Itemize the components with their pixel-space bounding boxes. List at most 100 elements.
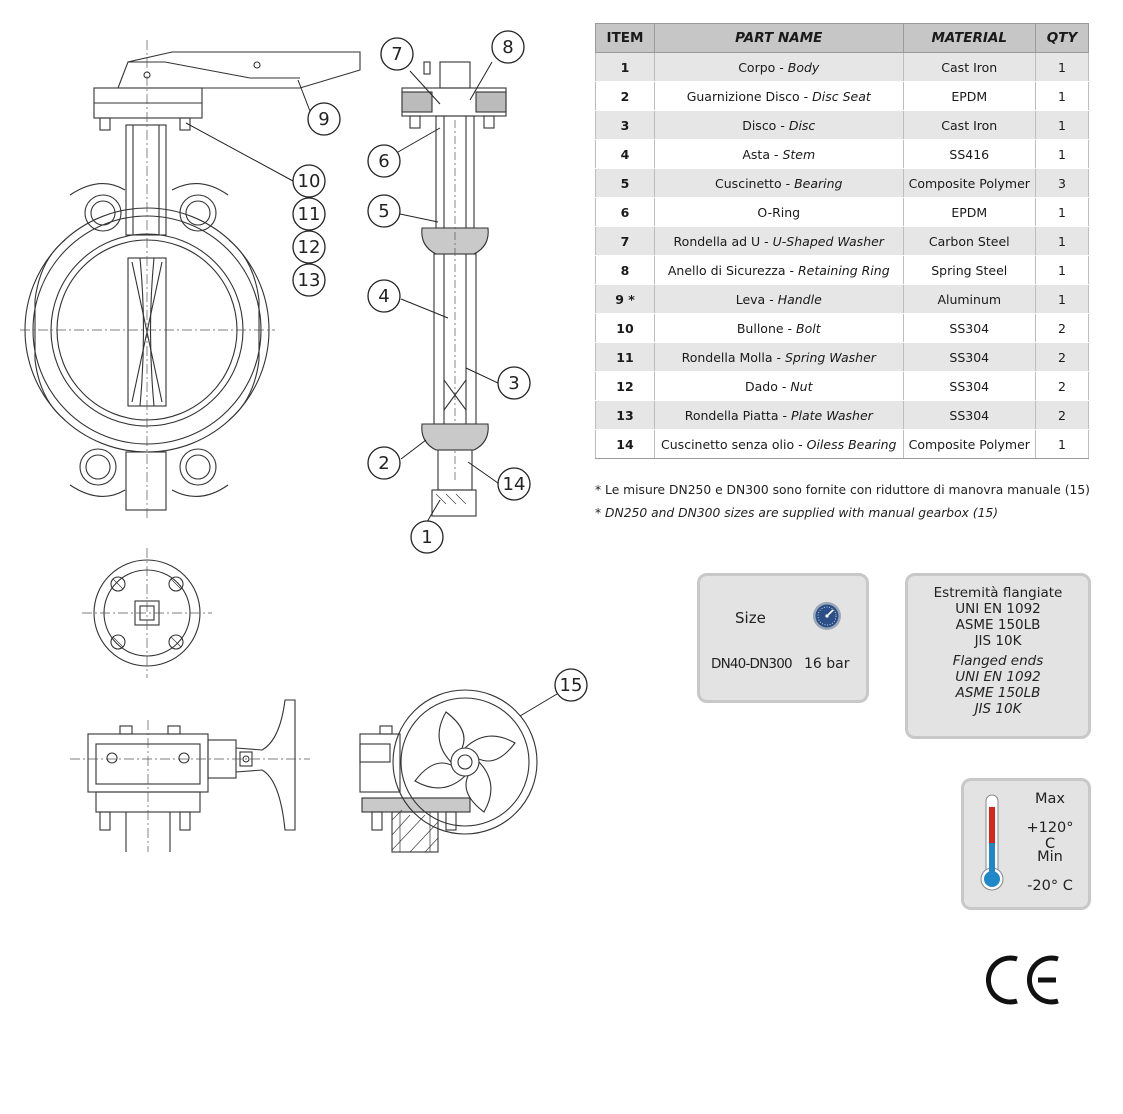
callout-15: 15 — [554, 668, 588, 702]
svg-text:9: 9 — [318, 109, 329, 130]
ends-title-it: Estremità flangiate — [933, 585, 1063, 601]
part-name-en: Retaining Ring — [797, 262, 890, 278]
ends-it-line: UNI EN 1092 — [955, 601, 1041, 617]
callout-8: 8 — [491, 30, 525, 64]
svg-text:2: 2 — [378, 453, 389, 474]
size-range: DN40-DN300 — [711, 656, 793, 672]
cell-qty: 1 — [1035, 139, 1089, 169]
part-name-it: Bullone — [736, 320, 784, 336]
cell-item: 12 — [595, 371, 655, 401]
cell-part-name: Cuscinetto - Bearing — [654, 168, 904, 198]
cell-material: Composite Polymer — [902, 168, 1037, 198]
callout-14: 14 — [497, 467, 531, 501]
part-name-it: Cuscinetto senza olio — [661, 436, 795, 452]
callout-6: 6 — [367, 144, 401, 178]
svg-text:1: 1 — [421, 527, 432, 548]
pressure-gauge-icon — [813, 602, 841, 630]
cell-part-name: Rondella ad U - U-Shaped Washer — [654, 226, 904, 256]
part-name-en: Plate Washer — [790, 407, 873, 423]
flange-top-view — [82, 548, 212, 678]
max-value: +120° C — [1026, 820, 1074, 852]
cell-qty: 1 — [1035, 81, 1089, 111]
cell-material: Cast Iron — [902, 52, 1037, 82]
cell-part-name: Guarnizione Disco - Disc Seat — [654, 81, 904, 111]
part-name-en: U-Shaped Washer — [772, 233, 884, 249]
svg-text:10: 10 — [298, 171, 321, 192]
size-label: Size — [735, 609, 766, 627]
cell-part-name: O-Ring — [654, 197, 904, 227]
cell-qty: 1 — [1035, 255, 1089, 285]
ends-title-en: Flanged ends — [952, 653, 1044, 669]
callout-3: 3 — [497, 366, 531, 400]
cell-part-name: Leva - Handle — [654, 284, 904, 314]
svg-text:8: 8 — [502, 37, 513, 58]
cell-part-name: Disco - Disc — [654, 110, 904, 140]
ends-en-line: JIS 10K — [974, 701, 1022, 717]
cell-item: 10 — [595, 313, 655, 343]
cell-part-name: Rondella Piatta - Plate Washer — [654, 400, 904, 430]
cell-qty: 1 — [1035, 197, 1089, 227]
valve-section-view — [401, 61, 507, 517]
cell-qty: 1 — [1035, 429, 1089, 459]
note-english: * DN250 and DN300 sizes are supplied wit… — [595, 506, 999, 520]
cell-qty: 2 — [1035, 313, 1089, 343]
part-name-en: Handle — [777, 291, 822, 307]
cell-material: Carbon Steel — [902, 226, 1037, 256]
callout-2: 2 — [367, 446, 401, 480]
part-name-en: Stem — [782, 146, 816, 162]
svg-text:15: 15 — [560, 675, 583, 696]
part-name-it: Asta — [742, 146, 770, 162]
cell-item: 2 — [595, 81, 655, 111]
part-name-en: Bearing — [794, 175, 843, 191]
header-qty: QTY — [1035, 23, 1089, 53]
cell-part-name: Anello di Sicurezza - Retaining Ring — [654, 255, 904, 285]
svg-text:7: 7 — [391, 44, 402, 65]
part-name-en: Spring Washer — [785, 349, 876, 365]
min-value: -20° C — [1027, 878, 1073, 894]
header-item: ITEM — [595, 23, 655, 53]
part-name-it: Rondella Molla — [681, 349, 773, 365]
cell-qty: 2 — [1035, 400, 1089, 430]
cell-qty: 1 — [1035, 52, 1089, 82]
cell-item: 4 — [595, 139, 655, 169]
cell-item: 11 — [595, 342, 655, 372]
max-label: Max — [1035, 791, 1065, 807]
svg-text:11: 11 — [298, 204, 321, 225]
part-name-it: Anello di Sicurezza — [667, 262, 786, 278]
cell-material: Aluminum — [902, 284, 1037, 314]
gearbox-side-view — [70, 699, 310, 852]
min-label: Min — [1037, 849, 1063, 865]
callout-10: 10 — [292, 164, 326, 198]
svg-text:6: 6 — [378, 151, 389, 172]
cell-material: EPDM — [902, 197, 1037, 227]
cell-part-name: Bullone - Bolt — [654, 313, 904, 343]
cell-item: 8 — [595, 255, 655, 285]
svg-text:3: 3 — [508, 373, 519, 394]
part-name-it: Cuscinetto — [715, 175, 782, 191]
svg-text:14: 14 — [503, 474, 526, 495]
svg-text:5: 5 — [378, 201, 389, 222]
ends-en-line: ASME 150LB — [955, 685, 1041, 701]
cell-material: SS304 — [902, 371, 1037, 401]
cell-material: Spring Steel — [902, 255, 1037, 285]
callout-4: 4 — [367, 279, 401, 313]
part-name-it: Guarnizione Disco — [686, 88, 800, 104]
cell-material: SS304 — [902, 400, 1037, 430]
cell-item: 6 — [595, 197, 655, 227]
cell-item: 13 — [595, 400, 655, 430]
cell-qty: 1 — [1035, 226, 1089, 256]
ce-mark-icon — [986, 955, 1059, 1005]
ends-it-line: JIS 10K — [974, 633, 1022, 649]
cell-qty: 2 — [1035, 371, 1089, 401]
cell-qty: 2 — [1035, 342, 1089, 372]
gearbox-handwheel-view — [359, 689, 538, 853]
